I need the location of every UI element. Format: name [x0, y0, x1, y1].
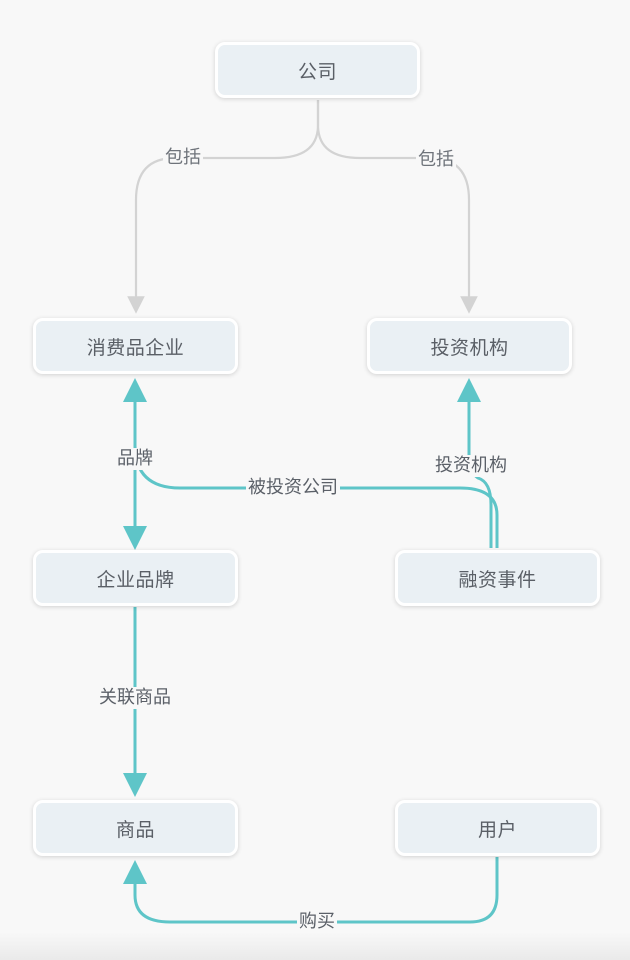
- node-consumer-enterprise-label: 消费品企业: [86, 336, 185, 359]
- node-product-label: 商品: [115, 818, 155, 841]
- node-company-label: 公司: [297, 60, 337, 83]
- edge-label-related-products: 关联商品: [97, 687, 173, 709]
- edge-label-brand: 品牌: [115, 448, 155, 470]
- bottom-fade: [0, 932, 630, 960]
- node-product[interactable]: 商品: [33, 800, 238, 856]
- edge-company-to-investment-institution: [316, 100, 478, 314]
- edge-company-to-consumer-enterprise: [127, 100, 320, 314]
- node-enterprise-brand[interactable]: 企业品牌: [33, 550, 238, 606]
- node-user-label: 用户: [477, 818, 517, 841]
- node-company[interactable]: 公司: [215, 42, 420, 98]
- edge-label-investor: 投资机构: [433, 455, 509, 477]
- node-consumer-enterprise[interactable]: 消费品企业: [33, 318, 238, 374]
- node-financing-event-label: 融资事件: [458, 568, 537, 591]
- edge-label-company-to-investor: 包括: [416, 149, 456, 171]
- edge-label-company-to-consumer: 包括: [163, 147, 203, 169]
- node-investment-institution-label: 投资机构: [430, 336, 509, 359]
- edge-label-invested-company: 被投资公司: [246, 477, 340, 499]
- node-enterprise-brand-label: 企业品牌: [96, 568, 175, 591]
- node-financing-event[interactable]: 融资事件: [395, 550, 600, 606]
- edge-label-purchase: 购买: [297, 911, 337, 933]
- node-user[interactable]: 用户: [395, 800, 600, 856]
- node-investment-institution[interactable]: 投资机构: [367, 318, 572, 374]
